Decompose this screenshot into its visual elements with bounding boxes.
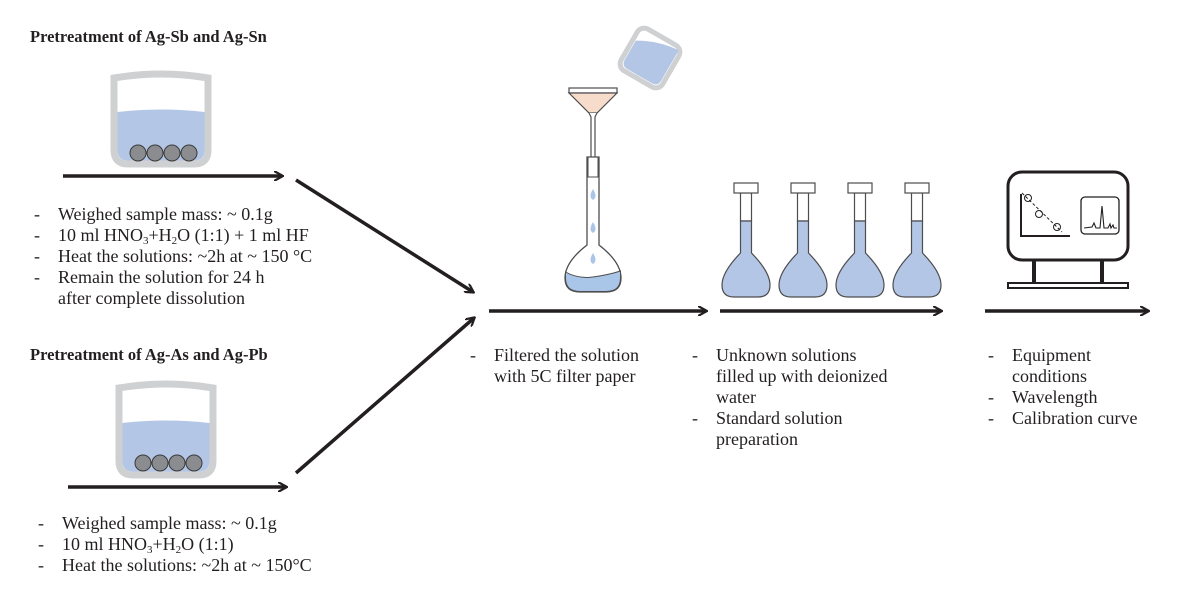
volumetric-flask-icon <box>721 182 771 298</box>
beaker-icon-sb-sn <box>110 70 212 168</box>
drop-icon <box>590 222 596 233</box>
step-item: -Wavelength <box>988 387 1098 407</box>
sample-pellets <box>129 144 198 162</box>
standard-flasks <box>721 182 942 298</box>
step-item: -10 ml HNO3+H2O (1:1) <box>38 534 234 556</box>
sample-pellets <box>134 454 203 472</box>
step-item: -Calibration curve <box>988 408 1138 428</box>
step-item: -Weighed sample mass: ~ 0.1g <box>34 204 273 224</box>
arrow-converge-top <box>295 178 473 292</box>
drop-icon <box>590 189 596 200</box>
step-item: -Heat the solutions: ~2h at ~ 150°C <box>38 555 312 575</box>
step-item: -10 ml HNO3+H2O (1:1) + 1 ml HF <box>34 225 309 247</box>
volumetric-flask-icon <box>892 182 942 298</box>
step-item: -Heat the solutions: ~2h at ~ 150 °C <box>34 246 313 266</box>
step-item: -Weighed sample mass: ~ 0.1g <box>38 513 277 533</box>
volumetric-flask-icon <box>564 156 622 293</box>
analyzer-monitor-icon <box>1006 170 1130 289</box>
volumetric-flask-icon <box>835 182 885 298</box>
pouring-beaker-icon <box>617 25 683 91</box>
volumetric-flask-icon <box>778 182 828 298</box>
steps-pretreatment-as-pb: -Weighed sample mass: ~ 0.1g -10 ml HNO3… <box>38 513 312 576</box>
heading-pretreatment-sb-sn: Pretreatment of Ag-Sb and Ag-Sn <box>30 27 267 46</box>
calibration-plot-icon <box>1020 192 1070 237</box>
spectrum-peak-icon <box>1080 196 1120 235</box>
drop-icon <box>590 253 596 264</box>
heading-pretreatment-as-pb: Pretreatment of Ag-As and Ag-Pb <box>30 345 268 364</box>
steps-pretreatment-sb-sn: -Weighed sample mass: ~ 0.1g -10 ml HNO3… <box>34 204 312 309</box>
beaker-icon-as-pb <box>115 380 217 479</box>
arrow-converge-bottom <box>294 318 474 475</box>
